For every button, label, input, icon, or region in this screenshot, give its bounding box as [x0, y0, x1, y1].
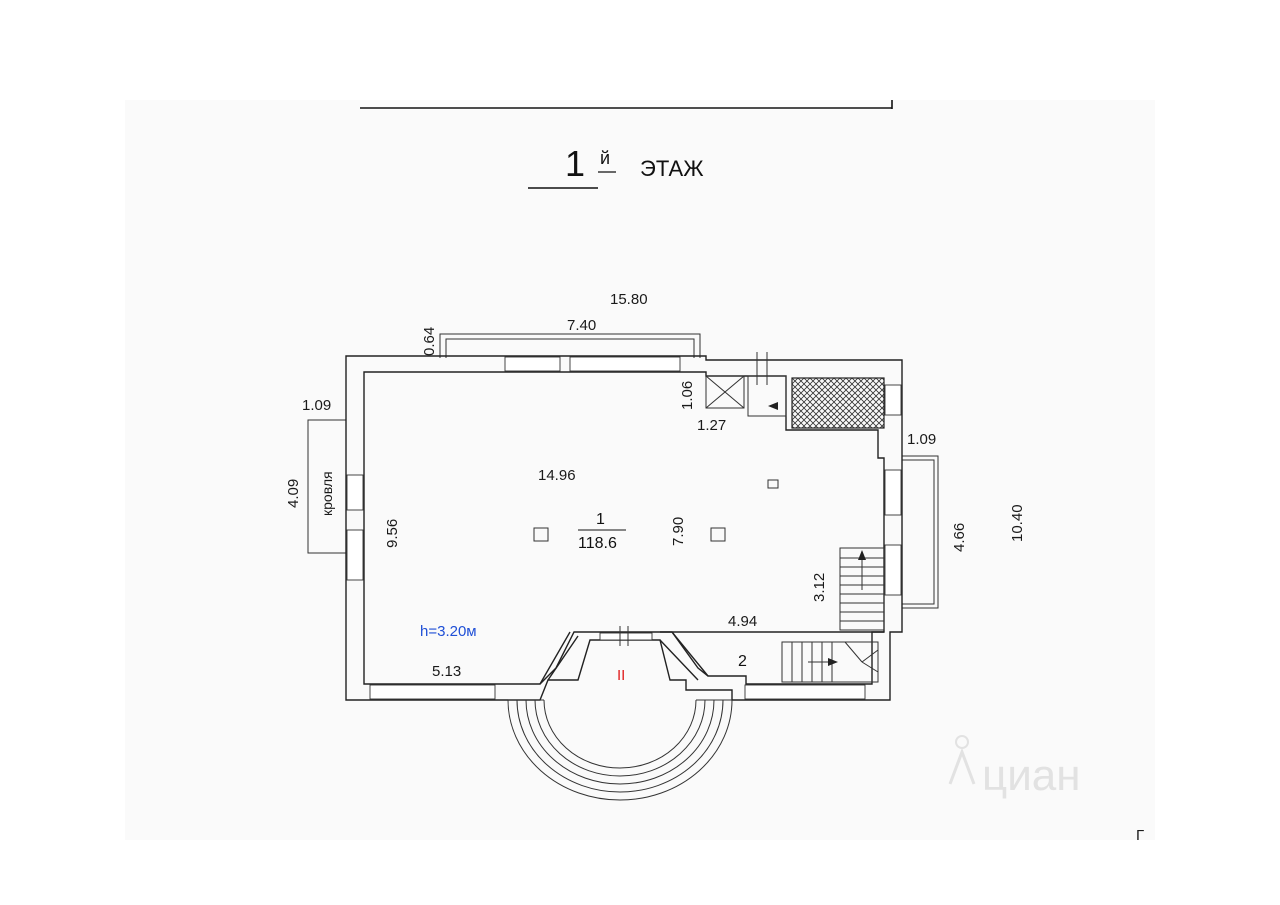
dim-inner-span: 7.90	[670, 517, 687, 546]
room1-number: 1	[596, 511, 605, 528]
porch-steps	[507, 699, 733, 801]
roof-label: кровля	[319, 471, 335, 516]
dim-inner-height-left: 9.56	[384, 519, 401, 548]
dim-right-balcony-length: 4.66	[951, 523, 968, 552]
floor-word: ЭТАЖ	[640, 156, 704, 181]
chimney-block	[791, 377, 885, 429]
dim-bottom-left-width: 5.13	[432, 663, 461, 680]
dim-shaft-height: 1.06	[679, 381, 696, 410]
dim-left-roof-width: 1.09	[302, 397, 331, 414]
columns	[533, 479, 779, 542]
room2-number: 2	[738, 653, 747, 670]
watermark-text: циан	[982, 751, 1081, 800]
dim-stair-length: 3.12	[811, 573, 828, 602]
ceiling-height: h=3.20м	[420, 623, 477, 640]
stair-right	[839, 547, 885, 631]
dim-overall-height: 10.40	[1009, 504, 1026, 542]
entrance-mark: II	[617, 667, 625, 684]
floor-title: 1 й ЭТАЖ	[528, 143, 704, 189]
top-balcony	[439, 333, 701, 358]
dim-balcony-depth: 0.64	[421, 327, 438, 356]
top-door	[756, 352, 768, 385]
floor-number: 1	[565, 143, 585, 184]
stair-room2	[781, 641, 879, 683]
dim-right-balcony-width: 1.09	[907, 431, 936, 448]
watermark-logo: циан	[948, 735, 1081, 800]
room1-area: 118.6	[578, 535, 617, 552]
floor-suffix: й	[600, 148, 610, 168]
right-balcony	[902, 455, 939, 609]
dim-overall-width: 15.80	[610, 291, 648, 308]
windows	[346, 356, 902, 700]
dim-room2-width: 4.94	[728, 613, 757, 630]
scan-background	[125, 100, 1155, 840]
dim-shaft-width: 1.27	[697, 417, 726, 434]
top-frame-line	[360, 100, 893, 109]
entrance-door	[619, 626, 629, 646]
dim-balcony-width: 7.40	[567, 317, 596, 334]
dim-main-width: 14.96	[538, 467, 576, 484]
ventilation-shaft	[705, 375, 787, 417]
corner-mark: Г	[1136, 827, 1144, 844]
dim-left-roof-length: 4.09	[285, 479, 302, 508]
